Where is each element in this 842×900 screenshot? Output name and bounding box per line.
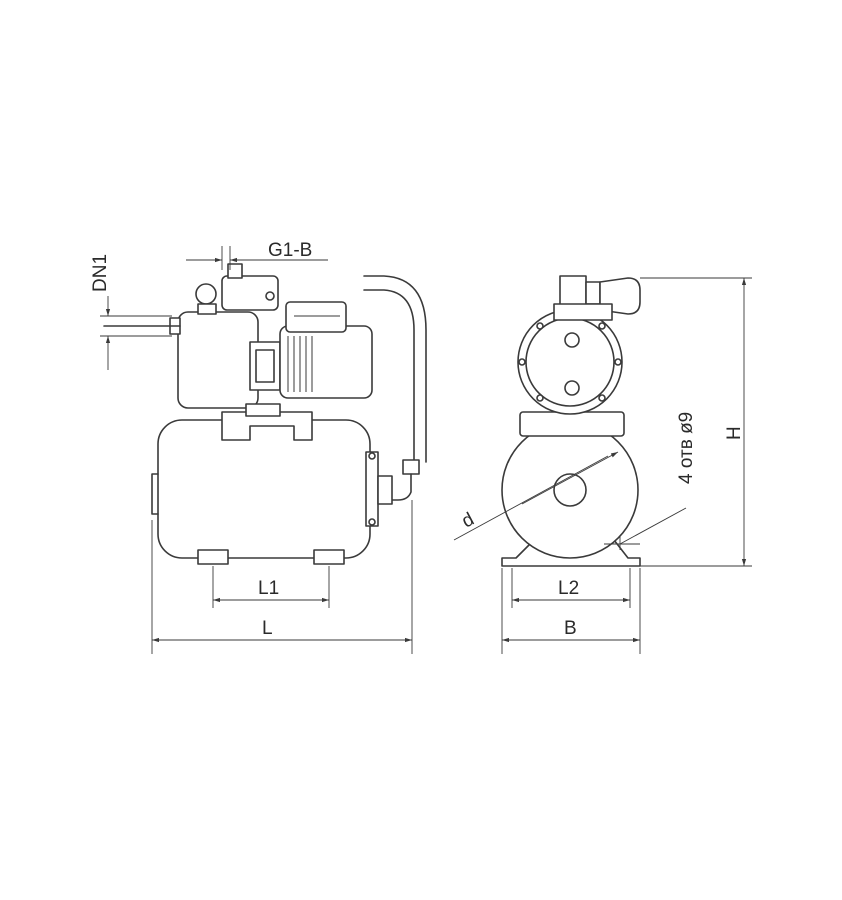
pressure-gauge: [195, 283, 217, 305]
pump-housing: [177, 311, 259, 409]
pressure-switch: [221, 275, 279, 311]
label-dn1: DN1: [90, 254, 111, 292]
front-view: [501, 275, 641, 567]
label-l: L: [262, 618, 273, 639]
hose-fitting: [402, 459, 420, 475]
tank-foot-right: [313, 549, 345, 565]
label-d: d: [458, 509, 477, 533]
connecting-hose: [363, 289, 415, 463]
side-view-dimensions: G1-B DN1 L1 L: [90, 240, 413, 654]
pump-bracket: [221, 411, 313, 441]
pressure-tank: [157, 419, 371, 559]
label-g1b: G1-B: [268, 240, 312, 261]
label-b: B: [564, 618, 577, 639]
label-l1: L1: [258, 578, 279, 599]
side-view: [103, 263, 427, 565]
label-h: H: [724, 426, 745, 440]
label-holes: 4 отв ø9: [676, 412, 697, 484]
label-l2: L2: [558, 578, 579, 599]
tank-foot-left: [197, 549, 229, 565]
pump-front: [517, 309, 623, 415]
